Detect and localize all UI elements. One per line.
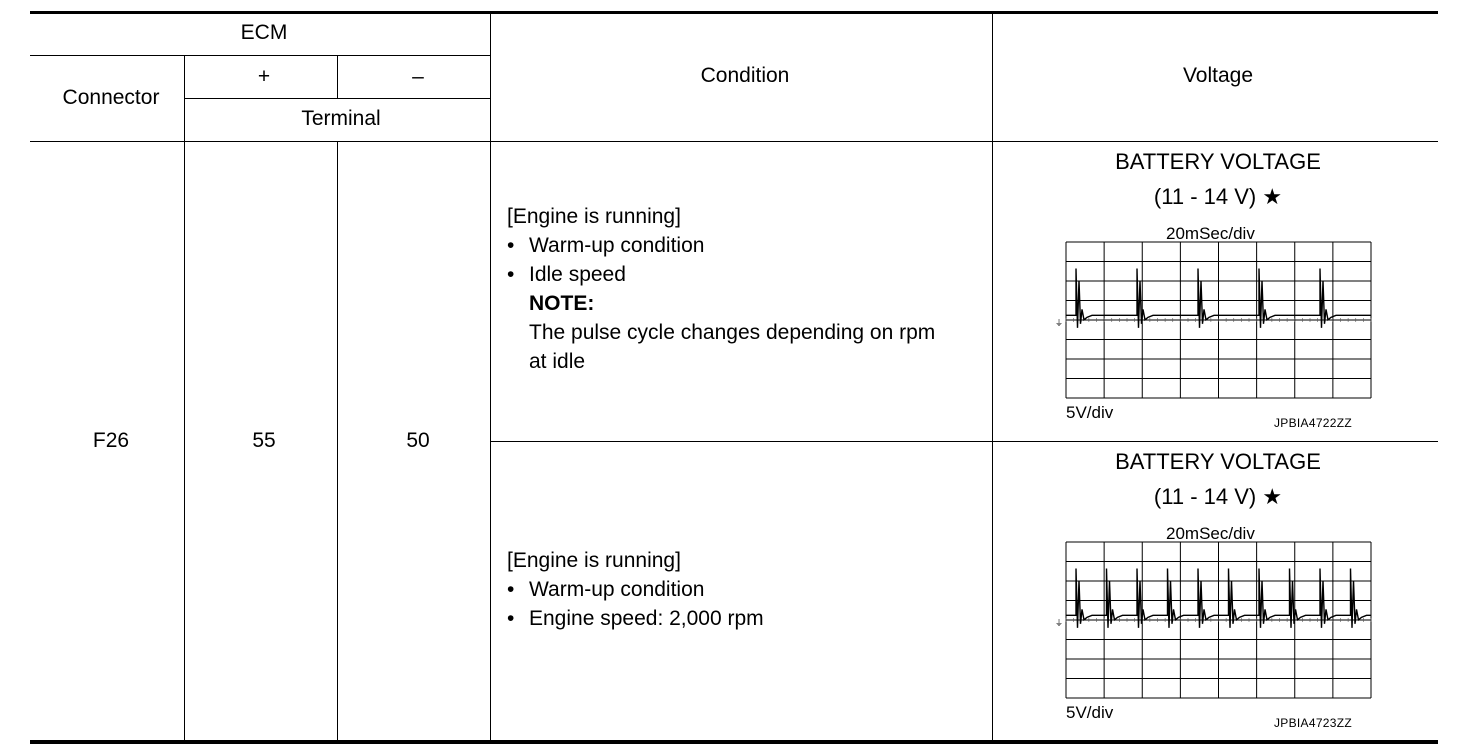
condition-bullet: • Warm-up condition (507, 575, 764, 604)
table-bottom-rule (30, 740, 1438, 744)
header-ecm: ECM (240, 21, 288, 44)
voltage-range: (11 - 14 V) ★ (1154, 184, 1282, 210)
volt-per-div: 5V/div (1066, 703, 1114, 722)
voltage-title: BATTERY VOLTAGE (1115, 149, 1321, 174)
star-icon: ★ (1262, 184, 1283, 209)
ground-marker: ⏚ (1055, 619, 1063, 628)
terminal-plus-value: 55 (252, 429, 276, 452)
condition-bullet: • Engine speed: 2,000 rpm (507, 604, 764, 633)
waveform-trace (1066, 568, 1371, 628)
note-text-line2: at idle (529, 350, 586, 373)
col-divider-2b (337, 141, 338, 741)
col-divider-1 (184, 55, 185, 741)
bullet-glyph: • (507, 578, 515, 601)
condition-heading: [Engine is running] (507, 549, 681, 572)
col-divider-3 (490, 13, 491, 741)
voltage-range: (11 - 14 V) ★ (1154, 484, 1282, 510)
ecm-header-rule (30, 55, 490, 56)
figure-code: JPBIA4723ZZ (1274, 716, 1353, 730)
col-divider-4 (992, 13, 993, 741)
condition-idle: [Engine is running] • Warm-up condition •… (507, 202, 935, 376)
voltage-range-text: (11 - 14 V) (1153, 484, 1257, 509)
condition-bullet: • Idle speed (507, 260, 935, 289)
waveform-trace (1066, 268, 1371, 328)
oscilloscope-waveform: ⏚ (1055, 541, 1372, 699)
header-plus: + (257, 65, 271, 88)
header-connector: Connector (62, 86, 160, 109)
table-top-rule (30, 11, 1438, 14)
time-per-div: 20mSec/div (1166, 224, 1255, 243)
bullet-text: Warm-up condition (529, 234, 705, 257)
oscilloscope-waveform: ⏚ (1055, 241, 1372, 399)
volt-per-div: 5V/div (1066, 403, 1114, 422)
col-divider-2 (337, 55, 338, 99)
connector-value: F26 (92, 429, 130, 452)
header-minus: – (412, 65, 424, 88)
bullet-glyph: • (507, 607, 515, 630)
condition-2000rpm: [Engine is running] • Warm-up condition •… (507, 546, 764, 633)
condition-bullet: • Warm-up condition (507, 231, 935, 260)
note-text-line1: The pulse cycle changes depending on rpm (529, 321, 936, 344)
bullet-glyph: • (507, 234, 515, 257)
row-divider-rule (490, 441, 1438, 442)
bullet-text: Idle speed (529, 263, 626, 286)
header-voltage: Voltage (1182, 64, 1254, 87)
header-bottom-rule (30, 141, 1438, 142)
terminal-minus-value: 50 (406, 429, 430, 452)
condition-heading: [Engine is running] (507, 205, 681, 228)
bullet-text: Engine speed: 2,000 rpm (529, 607, 764, 630)
header-condition: Condition (700, 64, 790, 87)
time-per-div: 20mSec/div (1166, 524, 1255, 543)
star-icon: ★ (1262, 484, 1283, 509)
bullet-text: Warm-up condition (529, 578, 705, 601)
header-terminal: Terminal (301, 107, 381, 130)
voltage-range-text: (11 - 14 V) (1153, 184, 1257, 209)
bullet-glyph: • (507, 263, 515, 286)
voltage-title: BATTERY VOLTAGE (1115, 449, 1321, 474)
ground-marker: ⏚ (1055, 319, 1063, 328)
figure-code: JPBIA4722ZZ (1274, 416, 1353, 430)
note-label: NOTE: (529, 292, 595, 315)
